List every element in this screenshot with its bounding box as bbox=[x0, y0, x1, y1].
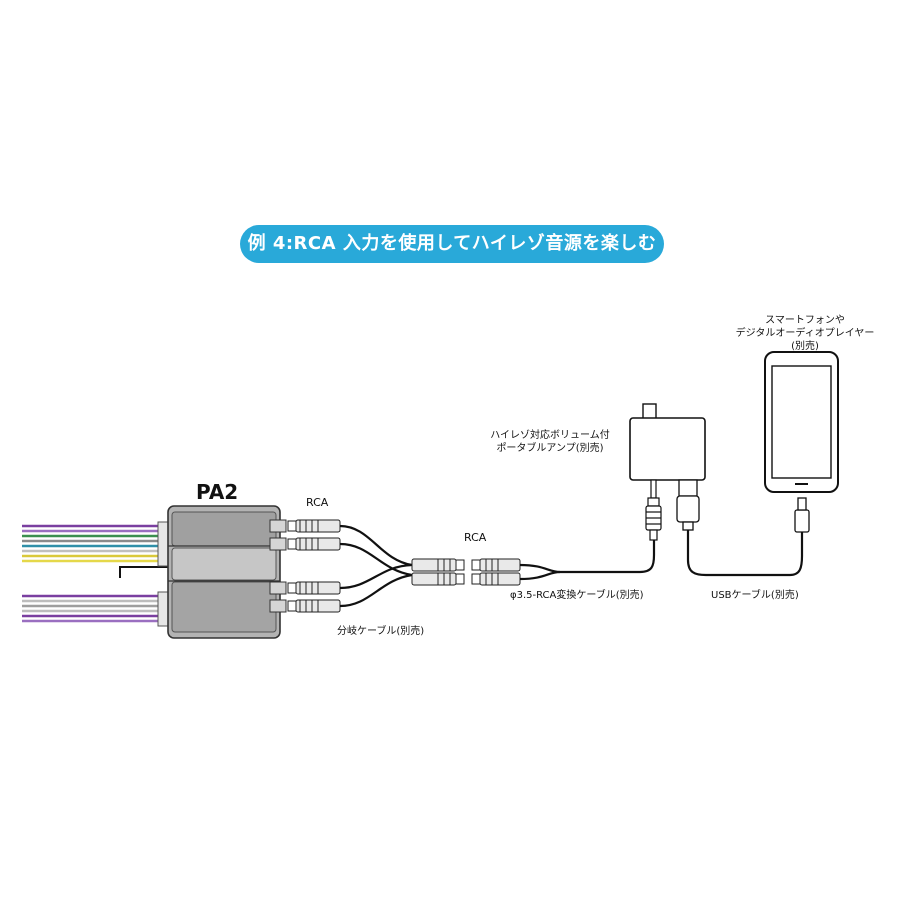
usb-cable-label: USBケーブル(別売) bbox=[711, 590, 799, 601]
ground-wire bbox=[119, 566, 168, 578]
phone-label-line1: スマートフォンや bbox=[765, 315, 845, 326]
banner-title: 例 4:RCA 入力を使用してハイレゾ音源を楽しむ bbox=[240, 225, 664, 263]
branch-cable-label: 分岐ケーブル(別売) bbox=[337, 626, 425, 637]
harness-wires-upper bbox=[22, 524, 168, 563]
pa2-unit bbox=[167, 505, 287, 639]
rca-plug-icon bbox=[287, 519, 341, 613]
rca-label-left: RCA bbox=[306, 496, 329, 509]
amp-label-line1: ハイレゾ対応ボリューム付 bbox=[490, 430, 610, 441]
rca-label-mid: RCA bbox=[464, 531, 487, 544]
branch-cable bbox=[339, 524, 413, 608]
phone-label-line2: デジタルオーディオプレイヤー bbox=[735, 328, 875, 339]
rca-plug-conv bbox=[471, 558, 521, 586]
amp-label-line2: ポータブルアンプ(別売) bbox=[496, 443, 604, 454]
conversion-cable-label: φ3.5-RCA変換ケーブル(別売) bbox=[510, 590, 644, 601]
rca-plug-mid bbox=[411, 558, 465, 586]
portable-amp-icon bbox=[629, 403, 706, 481]
mini-jack-icon bbox=[645, 479, 662, 541]
usb-plug-icon bbox=[676, 479, 700, 531]
conversion-cable bbox=[519, 540, 656, 581]
harness-wires-lower bbox=[22, 594, 168, 623]
unit-label: PA2 bbox=[196, 480, 239, 504]
smartphone-icon bbox=[764, 351, 839, 493]
micro-usb-plug bbox=[794, 497, 810, 533]
phone-label-line3: (別売) bbox=[791, 341, 819, 352]
usb-cable bbox=[686, 530, 804, 577]
